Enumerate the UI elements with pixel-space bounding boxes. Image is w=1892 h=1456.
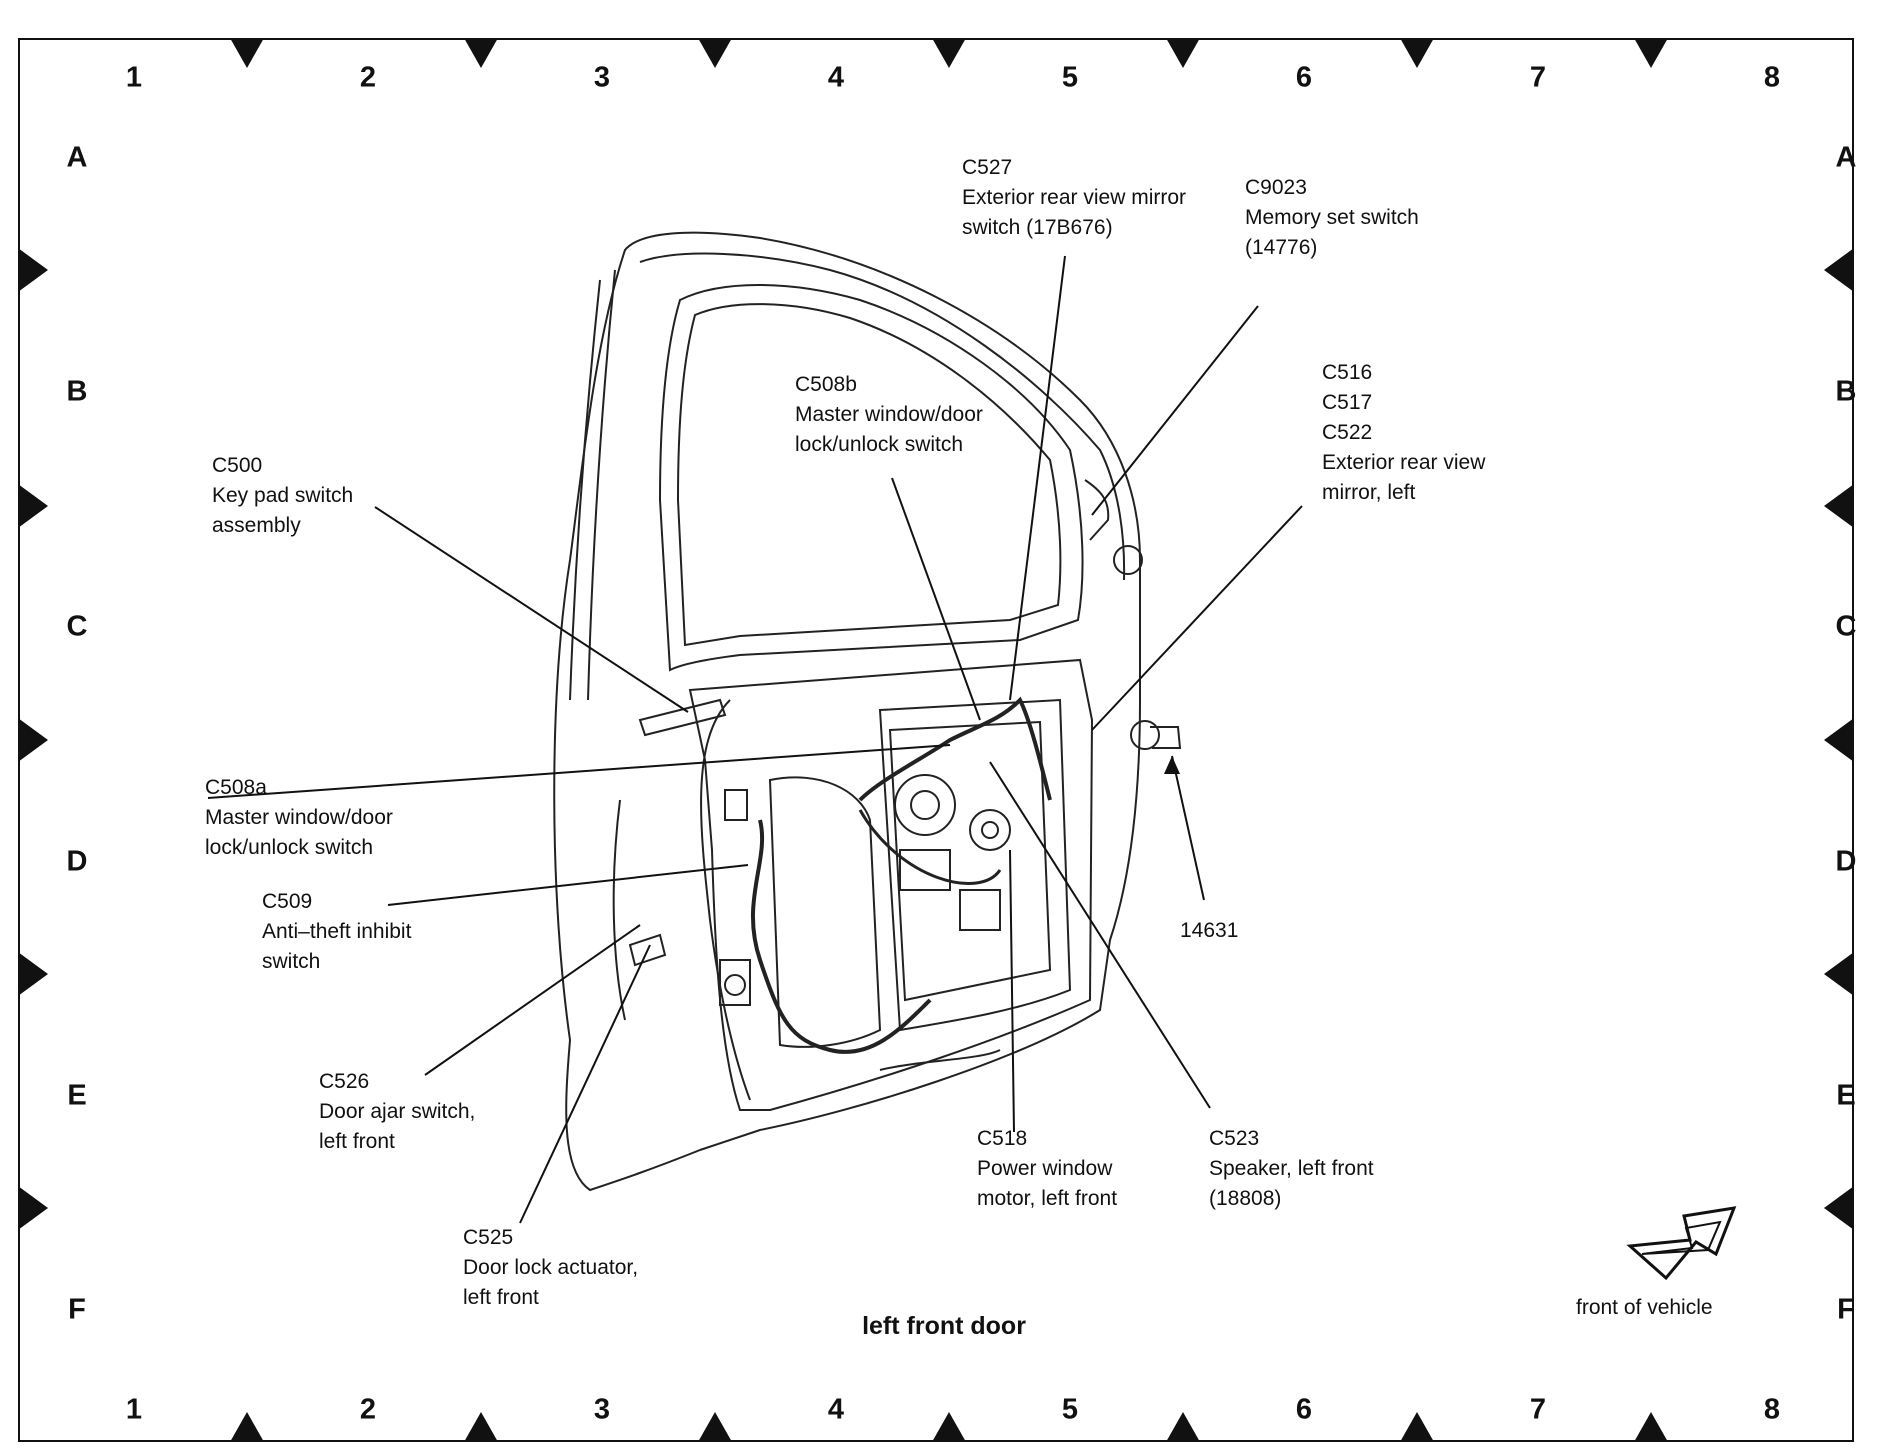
- front-of-vehicle-label: front of vehicle: [1576, 1296, 1713, 1319]
- callout-c508a-code: C508a: [205, 776, 267, 799]
- grid-col-8-bottom: 8: [1763, 1393, 1781, 1426]
- callout-c525-line1: Door lock actuator,: [463, 1256, 639, 1279]
- front-arrow-icon: [1626, 1206, 1737, 1281]
- grid-col-7-bottom: 7: [1529, 1393, 1547, 1426]
- diagram-title: left front door: [862, 1312, 1026, 1340]
- callout-c525-line2: left front: [463, 1286, 539, 1309]
- callout-c526-code: C526: [319, 1070, 370, 1093]
- grid-col-4-bottom: 4: [827, 1393, 845, 1426]
- door-outline: [553, 231, 1182, 1192]
- callout-c526-line2: left front: [319, 1130, 395, 1153]
- grid-row-d-right: D: [1835, 845, 1857, 878]
- callout-14631: 14631: [1180, 916, 1238, 946]
- grid-col-6-top: 6: [1295, 61, 1313, 94]
- callout-c508b-line1: Master window/door: [795, 403, 983, 426]
- callout-c523-line2: (18808): [1209, 1187, 1282, 1210]
- grid-col-8-top: 8: [1763, 61, 1781, 94]
- grid-row-c-right: C: [1835, 610, 1857, 643]
- callout-c523-code: C523: [1209, 1127, 1260, 1150]
- callout-c508b-code: C508b: [795, 373, 857, 396]
- grid-col-1-bottom: 1: [125, 1393, 143, 1426]
- callout-c518-code: C518: [977, 1127, 1028, 1150]
- callout-c516-line1: Exterior rear view: [1322, 451, 1486, 474]
- callout-c9023-line1: Memory set switch: [1245, 206, 1419, 229]
- callout-c527-line1: Exterior rear view mirror: [962, 186, 1187, 209]
- leader-lines: [207, 255, 1303, 1224]
- callout-c525-code: C525: [463, 1226, 514, 1249]
- callout-c522-code: C522: [1322, 421, 1373, 444]
- grid-col-5-bottom: 5: [1061, 1393, 1079, 1426]
- grid-col-3-bottom: 3: [593, 1393, 611, 1426]
- callout-c516-line2: mirror, left: [1322, 481, 1416, 504]
- callout-c508a-line1: Master window/door: [205, 806, 393, 829]
- callout-c518-line1: Power window: [977, 1157, 1113, 1180]
- callout-c509-line1: Anti–theft inhibit: [262, 920, 412, 943]
- callout-c9023-code: C9023: [1245, 176, 1307, 199]
- grid-col-5-top: 5: [1061, 61, 1079, 94]
- grid-row-e-right: E: [1836, 1079, 1856, 1112]
- grid-row-f-left: F: [68, 1293, 86, 1326]
- grid-col-2-top: 2: [359, 61, 377, 94]
- callout-c516-c517-c522: C516 C517 C522 Exterior rear view mirror…: [1322, 358, 1485, 508]
- callout-c509-code: C509: [262, 890, 313, 913]
- callout-c525: C525 Door lock actuator, left front: [463, 1223, 638, 1313]
- callout-c527: C527 Exterior rear view mirror switch (1…: [962, 153, 1186, 243]
- grid-col-1-top: 1: [125, 61, 143, 94]
- callout-c526: C526 Door ajar switch, left front: [319, 1067, 475, 1157]
- callout-c518: C518 Power window motor, left front: [977, 1124, 1117, 1214]
- callout-c508a: C508a Master window/door lock/unlock swi…: [205, 773, 393, 863]
- callout-c523-line1: Speaker, left front: [1209, 1157, 1374, 1180]
- grid-row-b-left: B: [66, 375, 88, 408]
- callout-c500-line1: Key pad switch: [212, 484, 354, 507]
- callout-c508a-line2: lock/unlock switch: [205, 836, 374, 859]
- callout-c527-line2: switch (17B676): [962, 216, 1113, 239]
- grid-col-6-bottom: 6: [1295, 1393, 1313, 1426]
- grid-col-4-top: 4: [827, 61, 845, 94]
- callout-c509: C509 Anti–theft inhibit switch: [262, 887, 411, 977]
- callout-c508b-line2: lock/unlock switch: [795, 433, 964, 456]
- callout-c517-code: C517: [1322, 391, 1373, 414]
- leader-heads: [1164, 756, 1180, 774]
- grid-col-2-bottom: 2: [359, 1393, 377, 1426]
- grid-row-b-right: B: [1835, 375, 1857, 408]
- callout-c509-line2: switch: [262, 950, 321, 973]
- grid-col-7-top: 7: [1529, 61, 1547, 94]
- grid-row-a-right: A: [1835, 141, 1857, 174]
- grid-col-3-top: 3: [593, 61, 611, 94]
- callout-c9023-line2: (14776): [1245, 236, 1318, 259]
- callout-c516-code: C516: [1322, 361, 1373, 384]
- grid-row-c-left: C: [66, 610, 88, 643]
- callout-c500-code: C500: [212, 454, 263, 477]
- grid-markers: [18, 38, 1854, 1442]
- callout-c526-line1: Door ajar switch,: [319, 1100, 476, 1123]
- callout-c500: C500 Key pad switch assembly: [212, 451, 353, 541]
- callout-c523: C523 Speaker, left front (18808): [1209, 1124, 1374, 1214]
- grid-row-e-left: E: [67, 1079, 87, 1112]
- callout-c508b: C508b Master window/door lock/unlock swi…: [795, 370, 983, 460]
- callout-c500-line2: assembly: [212, 514, 301, 537]
- callout-c518-line2: motor, left front: [977, 1187, 1118, 1210]
- grid-row-a-left: A: [66, 141, 88, 174]
- callout-c9023: C9023 Memory set switch (14776): [1245, 173, 1419, 263]
- grid-row-d-left: D: [66, 845, 88, 878]
- grid-row-f-right: F: [1837, 1293, 1855, 1326]
- callout-14631-code: 14631: [1180, 919, 1239, 942]
- callout-c527-code: C527: [962, 156, 1013, 179]
